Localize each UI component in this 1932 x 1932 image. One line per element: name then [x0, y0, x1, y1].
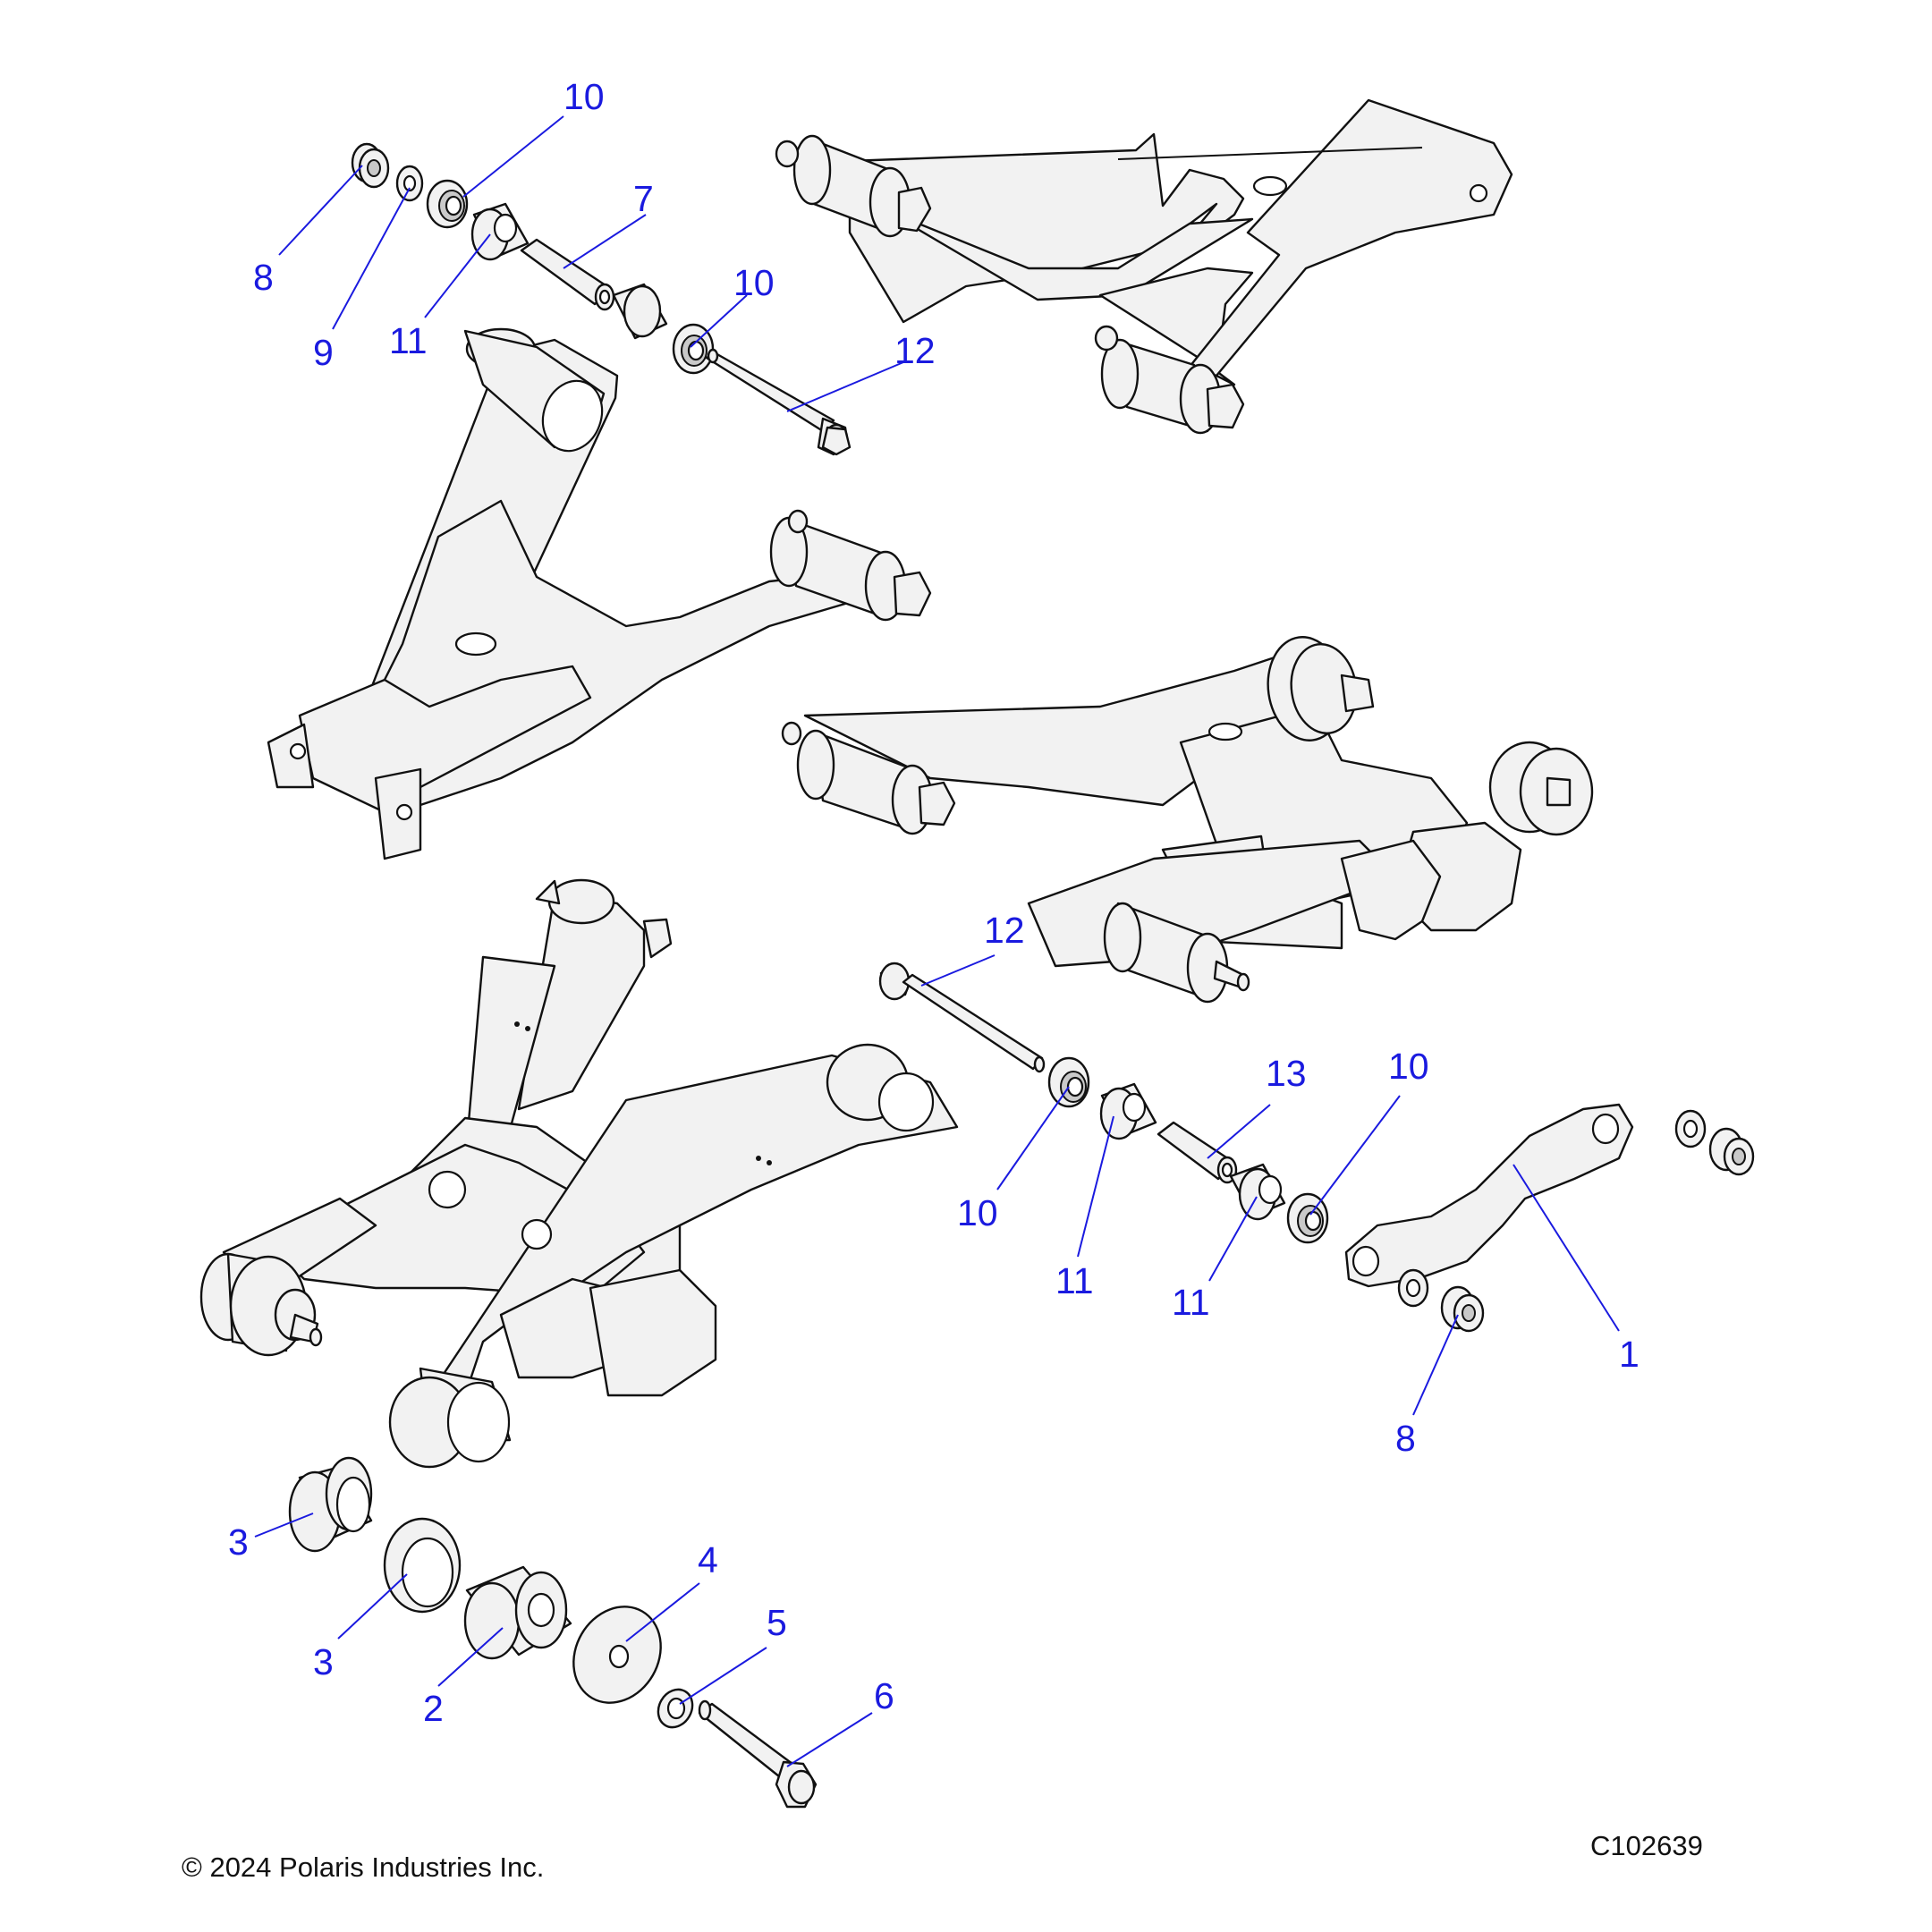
leader-c8: [920, 954, 996, 987]
leader-c14: [1513, 1164, 1620, 1332]
upper-left-pivot-bushing: [769, 509, 932, 622]
leader-c20: [437, 1627, 504, 1687]
top-bolt-12: [705, 348, 852, 456]
bottom-flange-bushing-3b: [383, 1517, 462, 1614]
callout-c5: 11: [389, 320, 428, 361]
callout-c13: 11: [1172, 1282, 1210, 1323]
leader-c21: [786, 1712, 873, 1767]
mid-plate-1: [1344, 1103, 1634, 1288]
middle-hardware-stack: [878, 962, 1755, 1333]
figure-id: C102639: [1590, 1830, 1703, 1861]
middle-right-rear-bushing: [1103, 902, 1250, 1004]
callout-c11: 10: [957, 1192, 998, 1233]
top-sleeve-7: [520, 238, 615, 311]
bottom-bolt-6: [698, 1699, 818, 1809]
callout-c4: 9: [313, 332, 334, 373]
callout-c17: 3: [313, 1641, 334, 1682]
callout-c18: 4: [698, 1539, 718, 1580]
mid-bolt-12: [878, 962, 1046, 1073]
callout-c1: 10: [564, 76, 605, 117]
callout-c7: 12: [894, 330, 936, 371]
leader-c13: [1208, 1196, 1258, 1282]
leader-c18: [625, 1582, 700, 1642]
bottom-hardware-stack: [288, 1456, 818, 1809]
leader-c2: [563, 214, 647, 269]
leader-c15: [1412, 1314, 1459, 1416]
callout-c21: 6: [874, 1675, 894, 1716]
mid-bushing-11b: [1229, 1163, 1286, 1221]
callout-c10: 10: [1388, 1046, 1429, 1087]
mid-plate-washer-upper: [1674, 1109, 1707, 1148]
top-nut: [351, 142, 390, 189]
leader-c3: [278, 165, 363, 256]
leader-c9: [1207, 1104, 1271, 1159]
callout-c9: 13: [1266, 1053, 1307, 1094]
mid-plate-nut-lower: [1440, 1285, 1485, 1333]
mid-plate-washer-lower: [1397, 1268, 1429, 1308]
top-bushing-11: [470, 202, 530, 261]
callouts: 10 7 8 9 11 10 12 12 13 10 10 11 11 1 8 …: [228, 76, 1640, 1767]
top-washer: [395, 165, 424, 202]
top-bushing-11b: [612, 283, 668, 340]
top-hardware-stack: [351, 142, 852, 456]
leader-c17: [337, 1573, 408, 1640]
mid-bushing-11a: [1099, 1082, 1157, 1140]
bottom-washer-5: [657, 1688, 694, 1729]
middle-right-lower-a-arm: [781, 636, 1594, 1004]
callout-c19: 5: [767, 1602, 787, 1643]
leader-c4: [332, 187, 411, 330]
leader-c7: [786, 361, 904, 412]
upper-left-a-arm: [267, 327, 932, 860]
callout-c20: 2: [423, 1688, 444, 1729]
callout-c12: 11: [1055, 1260, 1094, 1301]
leader-c10: [1309, 1095, 1401, 1216]
leader-c11: [996, 1086, 1070, 1191]
callout-c6: 10: [733, 262, 775, 303]
callout-c3: 8: [253, 257, 274, 298]
leader-c12: [1077, 1115, 1114, 1258]
middle-right-front-bushing: [781, 721, 956, 835]
upper-right-a-arm: [775, 98, 1513, 435]
bottom-washer-4: [572, 1606, 662, 1704]
bottom-sleeve-2: [463, 1565, 572, 1660]
top-bushing-10a: [426, 179, 469, 229]
callout-c2: 7: [633, 178, 654, 219]
mid-sleeve-13: [1157, 1121, 1238, 1184]
mid-plate-nut-upper: [1708, 1127, 1755, 1176]
callout-c16: 3: [228, 1521, 249, 1563]
callout-c8: 12: [984, 910, 1025, 951]
leader-c19: [679, 1647, 767, 1705]
bottom-flange-bushing-3a: [288, 1456, 373, 1553]
upper-right-front-bushing: [775, 134, 932, 238]
leader-c5: [424, 233, 491, 318]
leader-c16: [254, 1513, 314, 1538]
callout-c15: 8: [1395, 1418, 1416, 1459]
callout-c14: 1: [1619, 1334, 1640, 1375]
leader-c6: [690, 294, 748, 348]
copyright-notice: © 2024 Polaris Industries Inc.: [182, 1852, 545, 1883]
leader-c1: [462, 115, 564, 198]
upper-right-rear-bushing: [1094, 325, 1245, 435]
mid-bushing-10a: [1047, 1056, 1090, 1108]
lower-left-a-arm: [199, 878, 959, 1469]
